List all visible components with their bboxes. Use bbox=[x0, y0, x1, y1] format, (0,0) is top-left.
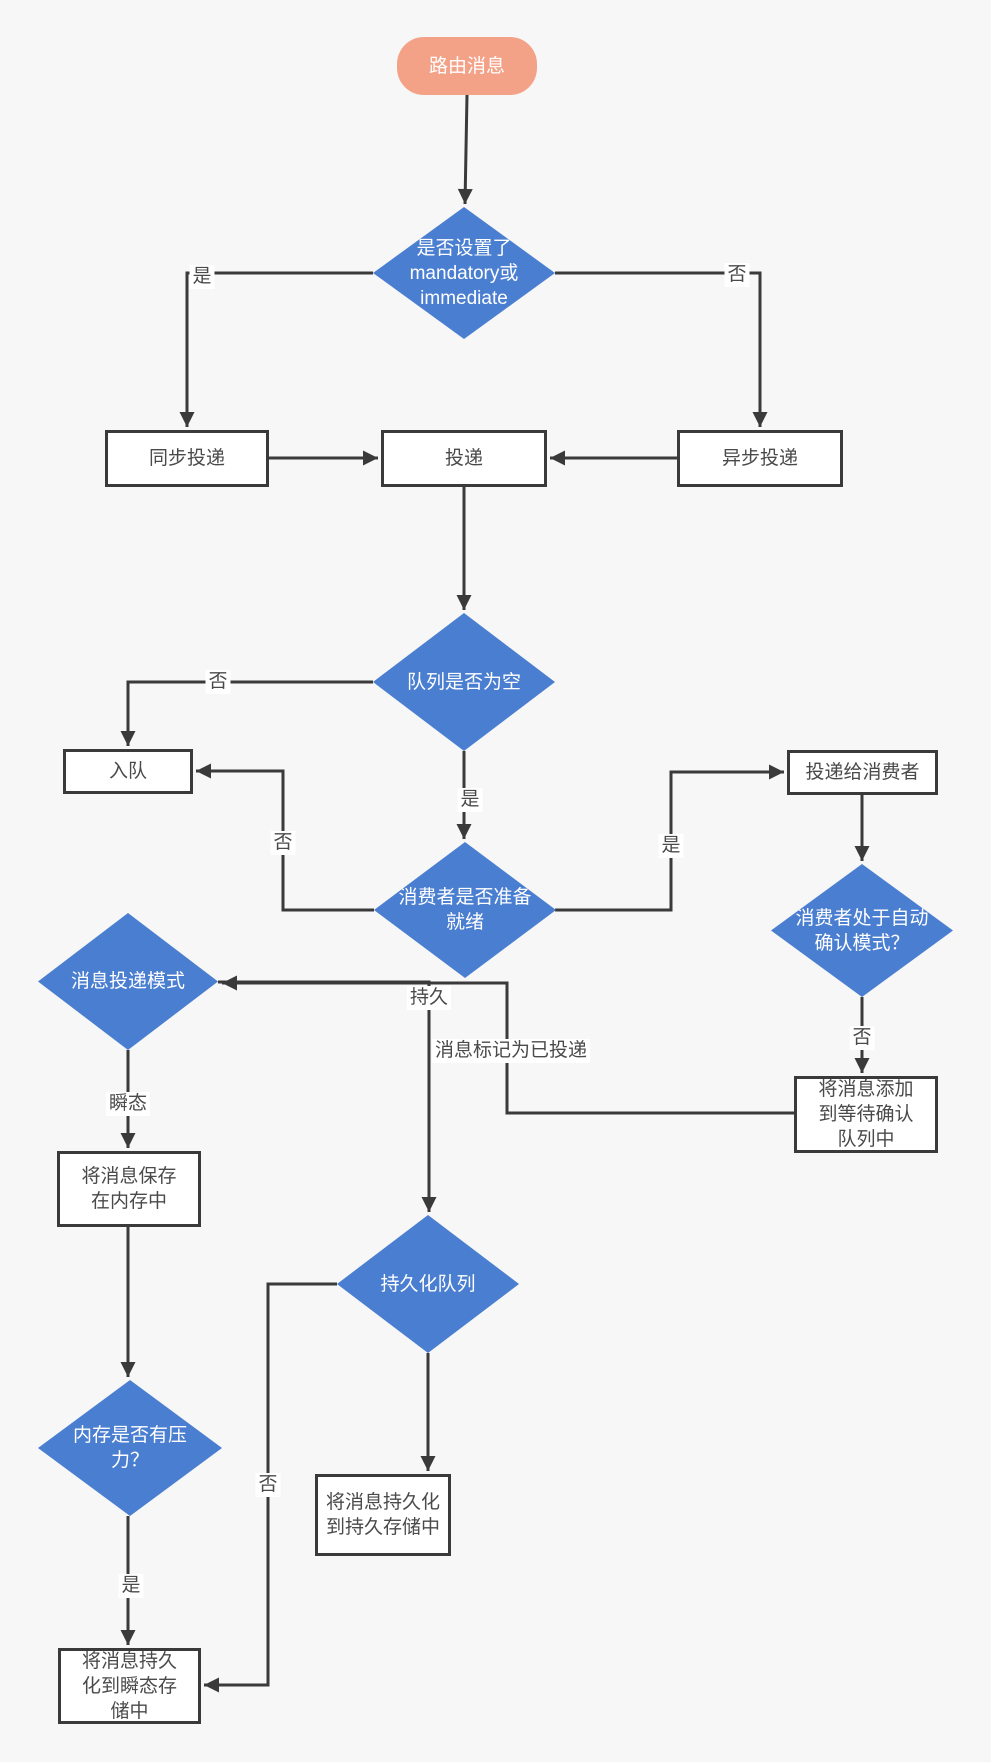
edge-queue-empty-no-enqueue bbox=[120, 680, 373, 746]
edge-route-to-mandatory bbox=[457, 94, 473, 205]
edge-label-mandatory-no: 否 bbox=[724, 263, 750, 287]
edge-label-consumer-ready-no: 否 bbox=[270, 831, 296, 855]
node-route-message: 路由消息 bbox=[397, 37, 537, 95]
node-persist-transient-storage: 将消息持久 化到瞬态存 储中 bbox=[58, 1648, 201, 1724]
edge-delivery-mode-durable-persistent-queue bbox=[218, 980, 437, 1212]
edge-mandatory-no-async bbox=[555, 271, 768, 427]
edge-label-durable: 持久 bbox=[406, 986, 452, 1010]
edge-label-queue-empty-no: 否 bbox=[205, 670, 231, 694]
node-pending-ack-queue: 将消息添加 到等待确认 队列中 bbox=[794, 1076, 938, 1153]
edge-label-auto-ack-no: 否 bbox=[849, 1026, 875, 1050]
node-async-delivery: 异步投递 bbox=[677, 430, 843, 487]
edge-label-transient: 瞬态 bbox=[105, 1092, 151, 1116]
node-delivery: 投递 bbox=[381, 430, 547, 487]
edge-mandatory-yes-sync bbox=[179, 271, 373, 427]
edge-label-mandatory-yes: 是 bbox=[189, 265, 215, 289]
node-save-in-memory: 将消息保存 在内存中 bbox=[57, 1151, 201, 1227]
edge-label-marked-delivered: 消息标记为已投递 bbox=[431, 1039, 591, 1063]
node-persist-durable-storage: 将消息持久化 到持久存储中 bbox=[315, 1474, 451, 1556]
edge-label-memory-pressure-yes: 是 bbox=[118, 1574, 144, 1598]
edge-label-persistent-queue-no: 否 bbox=[255, 1473, 281, 1497]
node-deliver-to-consumer: 投递给消费者 bbox=[787, 750, 938, 795]
node-enqueue: 入队 bbox=[63, 749, 193, 794]
node-sync-delivery: 同步投递 bbox=[105, 430, 269, 487]
edge-label-queue-empty-yes: 是 bbox=[457, 788, 483, 812]
edge-label-consumer-ready-yes: 是 bbox=[658, 834, 684, 858]
